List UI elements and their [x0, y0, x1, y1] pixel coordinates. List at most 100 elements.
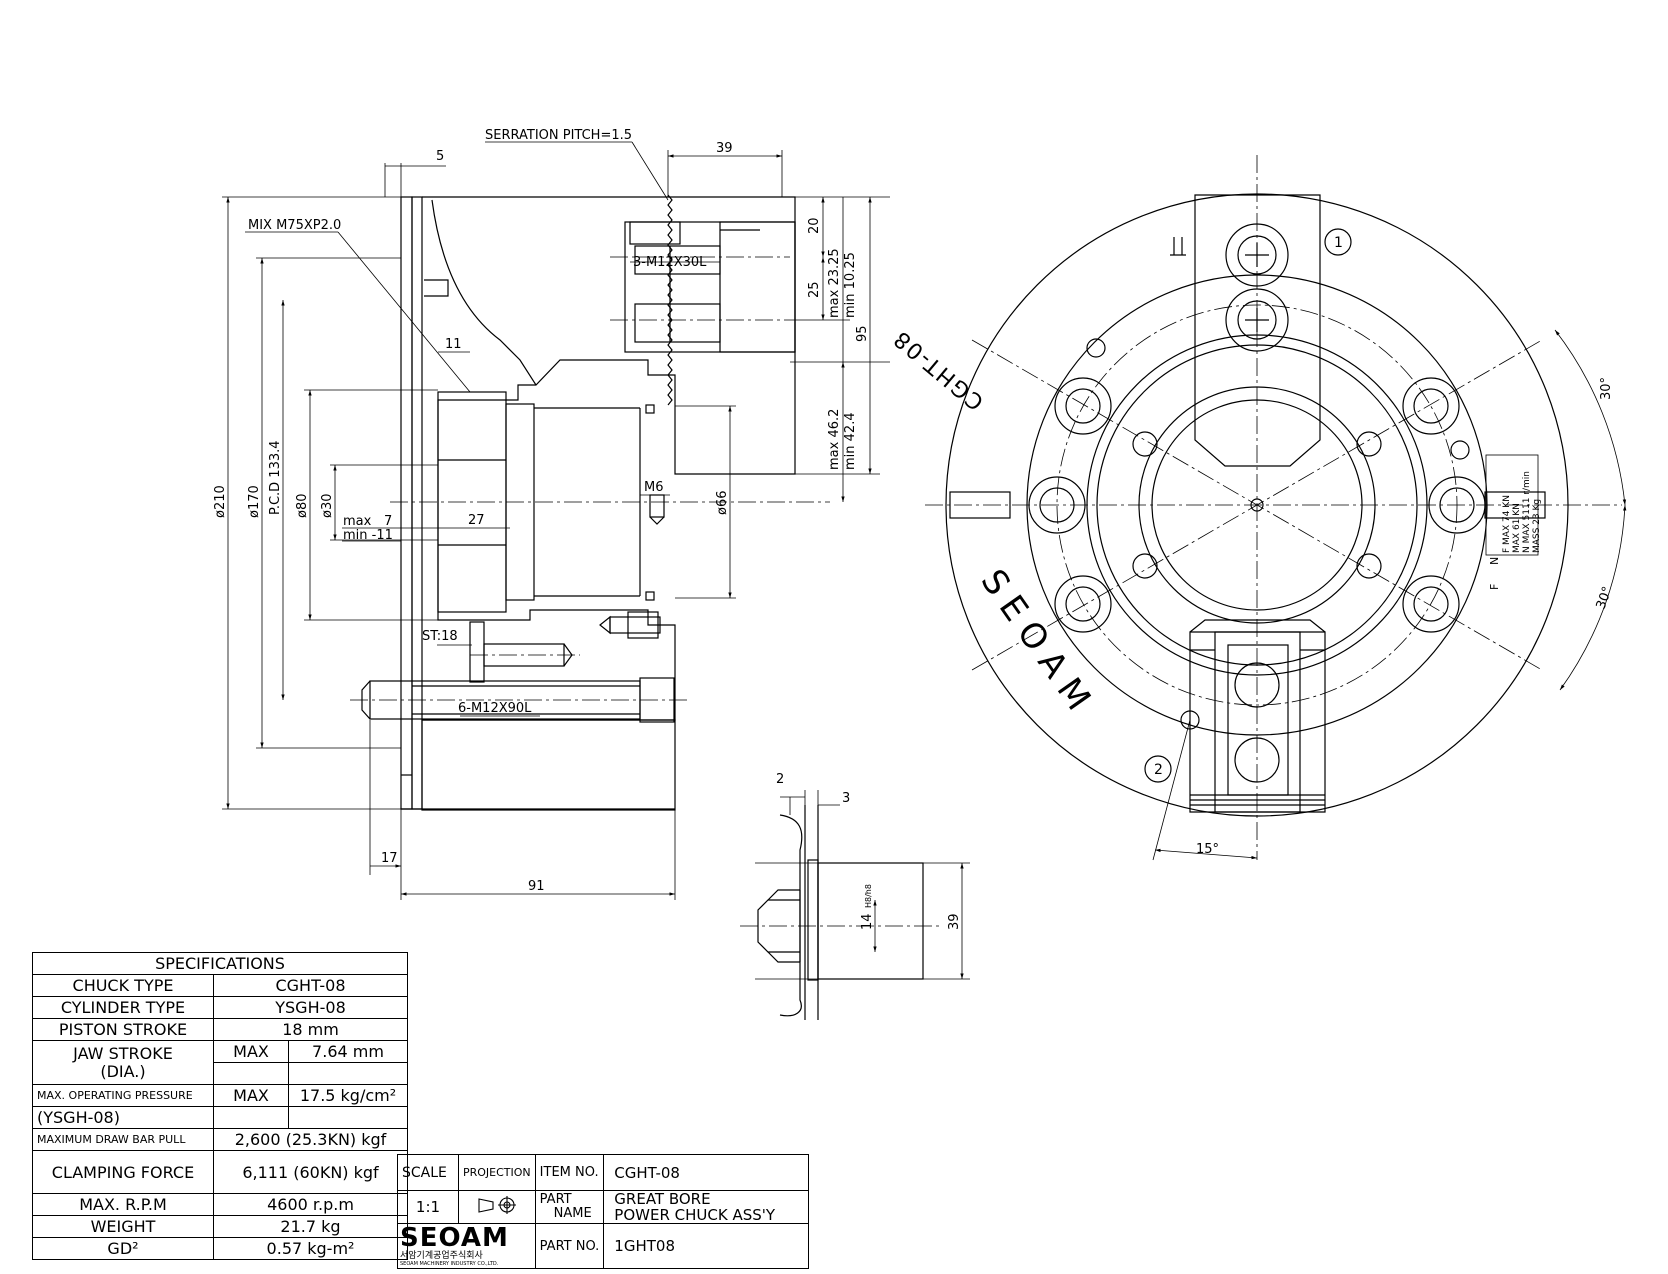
spec-rpm-label: MAX. R.P.M [32, 1193, 214, 1216]
spec-pressure: 17.5 kg/cm² [288, 1084, 408, 1107]
spec-chuck-type-label: CHUCK TYPE [32, 974, 214, 997]
detail-dim-2: 2 [776, 772, 784, 787]
company-korean: 서암기계공업주식회사 [400, 1251, 483, 1261]
body-bolt-label: 6-M12X90L [458, 701, 532, 716]
nameplate-line-4: MASS 23 Kg [1532, 499, 1542, 553]
scale-value: 1:1 [397, 1190, 459, 1224]
part-name: GREAT BORE POWER CHUCK ASS'Y [603, 1190, 810, 1224]
detail-view [740, 790, 970, 1020]
front-angle-dimensions [1152, 329, 1627, 861]
dim-91: 91 [528, 879, 545, 894]
spec-jaw-stroke: 7.64 mm [288, 1040, 408, 1063]
name-label-text: NAME [553, 1206, 592, 1221]
nameplate-line-3: N MAX 5111 r/min [1522, 471, 1532, 553]
dia-30: ø30 [320, 494, 335, 519]
thread-label: MIX M75XP2.0 [248, 218, 341, 233]
part-name-line-2: POWER CHUCK ASS'Y [614, 1206, 776, 1224]
spec-draw-bar-label: MAXIMUM DRAW BAR PULL [32, 1128, 214, 1151]
specifications-table: SPECIFICATIONS CHUCK TYPE CGHT-08 CYLIND… [32, 952, 408, 1260]
detail-dim-39: 39 [947, 913, 962, 930]
projection-symbol [458, 1190, 536, 1224]
spec-jaw-stroke-empty-a [213, 1062, 289, 1085]
nameplate-symbol-f: F [1488, 584, 1501, 590]
angle-15: 15° [1196, 842, 1219, 857]
front-view-labels: CGHT-08 SEOAM 1 2 30° 30° 15° F MAX 74 K… [888, 235, 1615, 857]
spec-title: SPECIFICATIONS [32, 952, 408, 975]
detail-view-labels: 2 3 14 H8/h8 39 [776, 772, 962, 930]
spec-rpm: 4600 r.p.m [213, 1193, 408, 1216]
spec-weight-label: WEIGHT [32, 1215, 214, 1238]
spec-pressure-empty-a [213, 1106, 289, 1129]
jaw-bolt-label: 3-M12X30L [633, 255, 707, 270]
title-block: SCALE PROJECTION ITEM NO. CGHT-08 1:1 PA… [397, 1154, 810, 1269]
nameplate-line-1: F MAX 74 KN [1502, 495, 1512, 553]
spec-piston-stroke: 18 mm [213, 1018, 408, 1041]
stroke-18-label: ST:18 [422, 629, 458, 644]
side-dimension-lines [222, 141, 890, 900]
dim-min-42-4: min 42.4 [843, 412, 858, 470]
part-name-line-1: GREAT BORE [614, 1190, 711, 1208]
item-no-label: ITEM NO. [534, 1154, 605, 1191]
projection-label: PROJECTION [458, 1154, 536, 1191]
stroke-min-label: min -11 [343, 528, 393, 543]
spec-jaw-stroke-label: JAW STROKE (DIA.) [32, 1040, 214, 1085]
spec-clamping: 6,111 (60KN) kgf [213, 1150, 408, 1194]
jaw-stroke-label-text: JAW STROKE [73, 1043, 173, 1063]
dia-210: ø210 [213, 485, 228, 518]
company-logo-cell: SEOAM 서암기계공업주식회사 SEOAM MACHINERY INDUSTR… [397, 1223, 536, 1269]
dim-min-10-25: min 10.25 [843, 252, 858, 318]
spec-draw-bar: 2,600 (25.3KN) kgf [213, 1128, 408, 1151]
dim-max-23-25: max 23.25 [827, 248, 842, 318]
jaw-stroke-sub-text: (DIA.) [100, 1061, 146, 1081]
front-center-lines [925, 155, 1622, 860]
stroke-max-value: 7 [384, 514, 392, 529]
spec-clamping-label: CLAMPING FORCE [32, 1150, 214, 1194]
item-no: CGHT-08 [603, 1154, 810, 1191]
dim-25: 25 [807, 281, 822, 298]
dim-20: 20 [807, 217, 822, 234]
jaw-mark-2-text: 2 [1154, 762, 1163, 778]
pcd-label: P.C.D 133.4 [268, 440, 283, 515]
spec-pressure-sub: (YSGH-08) [32, 1106, 214, 1129]
scale-label: SCALE [397, 1154, 459, 1191]
jaw-mark-1-text: 1 [1334, 235, 1343, 251]
jaw-marker-1 [1324, 228, 1352, 256]
part-no-label: PART NO. [534, 1223, 605, 1269]
side-view-labels: SERRATION PITCH=1.5 MIX M75XP2.0 5 39 11… [213, 128, 870, 894]
nameplate-symbol-n: N [1488, 557, 1501, 565]
dim-27: 27 [468, 513, 485, 528]
dim-5: 5 [436, 149, 444, 164]
spec-pressure-max: MAX [213, 1084, 289, 1107]
dim-17: 17 [381, 851, 398, 866]
dim-11: 11 [445, 337, 462, 352]
spec-cylinder-type: YSGH-08 [213, 996, 408, 1019]
m6-label: M6 [644, 480, 664, 495]
side-center-lines [350, 256, 830, 701]
spec-chuck-type: CGHT-08 [213, 974, 408, 997]
dia-66: ø66 [715, 491, 730, 516]
detail-fit: H8/h8 [864, 884, 873, 908]
dim-max-46-2: max 46.2 [827, 409, 842, 470]
serration-label: SERRATION PITCH=1.5 [485, 128, 632, 143]
dia-170: ø170 [247, 485, 262, 518]
angle-30-upper: 30° [1599, 377, 1614, 400]
dim-95: 95 [855, 325, 870, 342]
spec-pressure-empty-b [288, 1106, 408, 1129]
part-no: 1GHT08 [603, 1223, 810, 1269]
spec-piston-stroke-label: PISTON STROKE [32, 1018, 214, 1041]
spec-gd2-label: GD² [32, 1237, 214, 1260]
spec-weight: 21.7 kg [213, 1215, 408, 1238]
nameplate-line-2: MAX 61 KN [1512, 503, 1522, 553]
spec-jaw-stroke-max: MAX [213, 1040, 289, 1063]
spec-gd2: 0.57 kg-m² [213, 1237, 408, 1260]
detail-dim-14: 14 [860, 913, 875, 930]
angle-30-lower: 30° [1594, 585, 1616, 612]
spec-pressure-label: MAX. OPERATING PRESSURE [32, 1084, 214, 1107]
model-engraving: CGHT-08 [888, 324, 989, 414]
detail-dim-3: 3 [842, 791, 850, 806]
spec-jaw-stroke-empty-b [288, 1062, 408, 1085]
spec-cylinder-type-label: CYLINDER TYPE [32, 996, 214, 1019]
part-label-text: PART [539, 1192, 572, 1207]
part-name-label: PART NAME [534, 1190, 605, 1224]
